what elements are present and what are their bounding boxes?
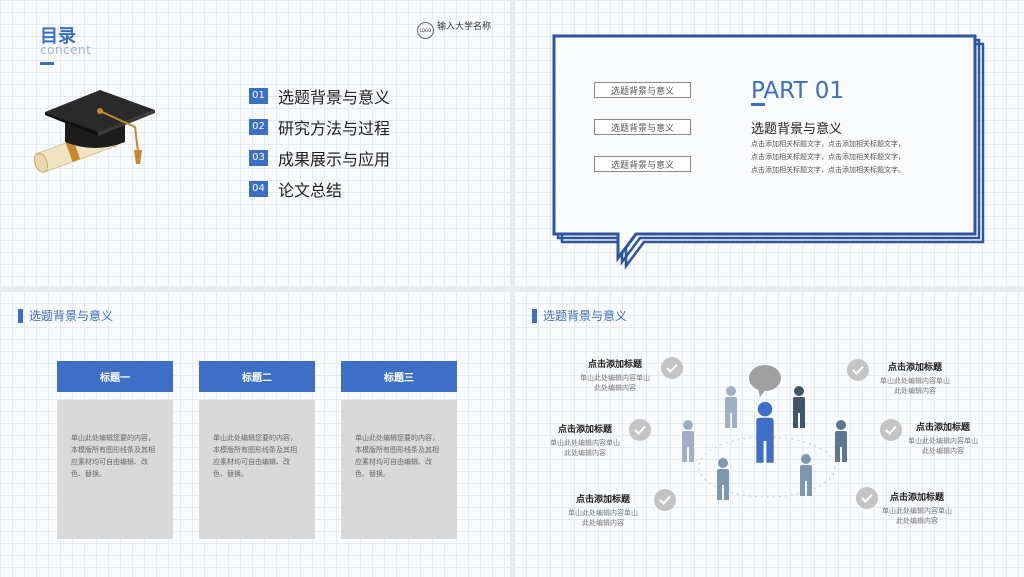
feature-desc: 单山此处编辑内容单山 <box>880 377 950 385</box>
feature-title: 点击添加标题 <box>915 423 970 433</box>
item-label: 论文总结 <box>278 180 343 200</box>
contents-item[interactable]: 04 论文总结 <box>249 173 390 204</box>
topic-box[interactable]: 选题背景与意义 <box>594 82 691 98</box>
topic-box[interactable]: 选题背景与意义 <box>594 119 691 135</box>
feature-desc: 单山此处编辑内容单山 <box>580 374 650 382</box>
section-bar <box>18 308 23 323</box>
feature-label[interactable]: 点击添加标题 单山此处编辑内容单山 此处编辑内容 <box>548 492 658 528</box>
feature-desc: 单山此处编辑内容单山 <box>882 507 952 515</box>
item-label: 选题背景与意义 <box>278 87 391 107</box>
feature-desc: 此处编辑内容 <box>582 519 624 527</box>
contents-title: 目录 <box>40 26 76 47</box>
university-name: 输入大学名称 <box>437 22 492 32</box>
column-body: 单山此处编辑您要的内容，本模版所有图形线条及其相应素材均可自由编辑、改色、替换。 <box>57 400 173 539</box>
feature-title: 点击添加标题 <box>887 363 942 373</box>
desc-line: 点击添加相关标题文字，点击添加相关标题文字， <box>751 140 905 148</box>
check-icon <box>629 419 651 441</box>
check-icon <box>847 359 869 381</box>
check-icon <box>856 487 878 509</box>
item-number: 02 <box>249 118 268 135</box>
section-title: 选题背景与意义 <box>29 309 114 323</box>
check-icon <box>880 419 902 441</box>
desc-line: 点击添加相关标题文字，点击添加相关标题文字， <box>751 153 905 161</box>
feature-title: 点击添加标题 <box>557 425 612 435</box>
feature-desc: 此处编辑内容 <box>894 387 936 395</box>
check-icon <box>661 357 683 379</box>
feature-desc: 单山此处编辑内容单山 <box>568 509 638 517</box>
feature-desc: 此处编辑内容 <box>564 449 606 457</box>
part-description: 点击添加相关标题文字，点击添加相关标题文字， 点击添加相关标题文字，点击添加相关… <box>751 138 905 177</box>
feature-desc: 单山此处编辑内容单山 <box>908 437 978 445</box>
feature-desc: 此处编辑内容 <box>594 384 636 392</box>
slide-part-01[interactable]: 选题背景与意义 选题背景与意义 选题背景与意义 PART 01 选题背景与意义 … <box>514 0 1024 286</box>
slide-contents[interactable]: 目录 concent LOGO 输入大学名称 01 选题背景与意义 02 研究方… <box>0 0 510 286</box>
feature-title: 点击添加标题 <box>587 360 642 370</box>
column-title: 标题三 <box>341 361 457 392</box>
item-number: 04 <box>249 180 268 197</box>
column-body: 单山此处编辑您要的内容，本模版所有图形线条及其相应素材均可自由编辑、改色、替换。 <box>199 400 315 539</box>
feature-label[interactable]: 点击添加标题 单山此处编辑内容单山 此处编辑内容 <box>862 490 972 526</box>
slide-three-columns[interactable]: 选题背景与意义 标题一 单山此处编辑您要的内容，本模版所有图形线条及其相应素材均… <box>0 291 510 577</box>
section-header: 选题背景与意义 <box>18 307 113 324</box>
feature-title: 点击添加标题 <box>575 495 630 505</box>
feature-label[interactable]: 点击添加标题 单山此处编辑内容单山 此处编辑内容 <box>860 360 970 396</box>
feature-desc: 此处编辑内容 <box>922 447 964 455</box>
section-bar <box>532 308 537 323</box>
feature-label[interactable]: 点击添加标题 单山此处编辑内容单山 此处编辑内容 <box>530 422 640 458</box>
feature-title: 点击添加标题 <box>889 493 944 503</box>
content-column[interactable]: 标题二 单山此处编辑您要的内容，本模版所有图形线条及其相应素材均可自由编辑、改色… <box>199 361 315 539</box>
item-label: 研究方法与过程 <box>278 118 391 138</box>
item-number: 01 <box>249 87 268 104</box>
contents-item[interactable]: 02 研究方法与过程 <box>249 111 390 142</box>
feature-label[interactable]: 点击添加标题 单山此处编辑内容单山 此处编辑内容 <box>888 420 998 456</box>
section-header: 选题背景与意义 <box>532 307 627 324</box>
contents-item[interactable]: 01 选题背景与意义 <box>249 80 390 111</box>
content-column[interactable]: 标题一 单山此处编辑您要的内容，本模版所有图形线条及其相应素材均可自由编辑、改色… <box>57 361 173 539</box>
graduation-cap-icon <box>33 90 155 173</box>
part-subtitle: 选题背景与意义 <box>751 122 843 137</box>
part-underline <box>751 103 765 106</box>
part-title: PART 01 <box>751 78 845 104</box>
feature-desc: 单山此处编辑内容单山 <box>550 439 620 447</box>
people-network-icon <box>682 365 847 500</box>
contents-subtitle: concent <box>40 43 92 57</box>
section-title: 选题背景与意义 <box>543 309 628 323</box>
contents-item[interactable]: 03 成果展示与应用 <box>249 142 390 173</box>
check-icon <box>654 489 676 511</box>
title-underline <box>40 62 54 65</box>
item-label: 成果展示与应用 <box>278 149 391 169</box>
item-number: 03 <box>249 149 268 166</box>
desc-line: 点击添加相关标题文字，点击添加相关标题文字。 <box>751 166 905 174</box>
column-title: 标题一 <box>57 361 173 392</box>
content-column[interactable]: 标题三 单山此处编辑您要的内容，本模版所有图形线条及其相应素材均可自由编辑、改色… <box>341 361 457 539</box>
logo-icon: LOGO <box>417 22 434 39</box>
feature-label[interactable]: 点击添加标题 单山此处编辑内容单山 此处编辑内容 <box>560 357 670 393</box>
topic-box[interactable]: 选题背景与意义 <box>594 156 691 172</box>
column-title: 标题二 <box>199 361 315 392</box>
slide-people-network[interactable]: 选题背景与意义 点击添加标题 单山此处编辑内容单山 此处编辑内容 点击添加标题 <box>514 291 1024 577</box>
column-body: 单山此处编辑您要的内容，本模版所有图形线条及其相应素材均可自由编辑、改色、替换。 <box>341 400 457 539</box>
feature-desc: 此处编辑内容 <box>896 517 938 525</box>
contents-list: 01 选题背景与意义 02 研究方法与过程 03 成果展示与应用 04 论文总结 <box>249 80 390 204</box>
